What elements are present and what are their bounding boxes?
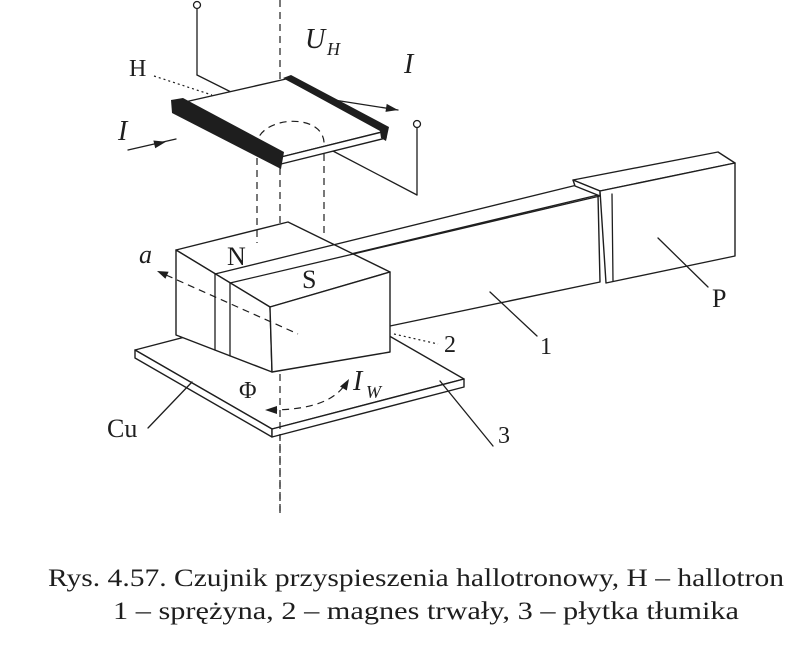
damper-leader (439, 380, 494, 447)
hall-lead-upper-diagonal (196, 74, 232, 93)
acceleration-arrowhead (157, 271, 169, 279)
south-pole-label: S (302, 265, 316, 294)
acceleration-line (165, 274, 299, 335)
hall-lead-lower-diagonal (330, 149, 418, 196)
acceleration-arrow (157, 271, 299, 335)
hall-terminal-upper (192, 0, 202, 10)
flux-arrowhead (265, 406, 277, 414)
caption-line-1: Rys. 4.57. Czujnik przyspieszenia hallot… (48, 565, 785, 592)
clamp-block (572, 151, 736, 284)
eddy-current-arrowhead (340, 379, 349, 391)
hall-voltage-subscript: H (326, 39, 341, 59)
acceleration-label: a (139, 240, 152, 269)
current-entry-label: I (117, 116, 129, 147)
north-pole-label: N (227, 242, 246, 271)
clamp-leader (657, 237, 709, 288)
current-exit-label: I (403, 49, 415, 80)
flux-label: Φ (239, 378, 257, 404)
caption-line-2: 1 – sprężyna, 2 – magnes trwały, 3 – pły… (113, 598, 739, 625)
eddy-current-subscript: W (366, 382, 383, 402)
hall-voltage-label: U (305, 24, 327, 55)
clamp-front-face (599, 162, 736, 284)
magnet-number-label: 2 (444, 332, 456, 358)
damper-number-label: 3 (498, 423, 510, 449)
copper-label: Cu (107, 414, 137, 443)
damper-plate-right-side (271, 378, 465, 438)
copper-leader (147, 381, 193, 429)
permanent-magnet (175, 221, 391, 373)
current-exit-arrowhead (385, 103, 398, 112)
spring-edges (214, 184, 601, 357)
spring-number-label: 1 (540, 334, 552, 360)
hall-element-leader (153, 75, 213, 96)
current-entry-line (127, 138, 177, 151)
spring-top-edge-back (214, 184, 576, 275)
hall-electrode-entry (171, 98, 284, 169)
hall-element (127, 0, 422, 196)
clamp-label: P (712, 284, 726, 313)
hall-terminal-lower (412, 119, 422, 129)
hall-electrode-exit (283, 75, 389, 141)
eddy-current-path (269, 382, 347, 411)
eddy-current-label: I (352, 366, 364, 397)
spring-top-edge-front (229, 195, 601, 284)
current-entry-arrowhead (153, 140, 166, 149)
eddy-current-loop (265, 379, 349, 414)
hall-element-label: H (129, 56, 146, 82)
spring-leader (489, 291, 538, 337)
clamp-step-line (611, 193, 614, 282)
magnet-right-face (269, 271, 391, 373)
